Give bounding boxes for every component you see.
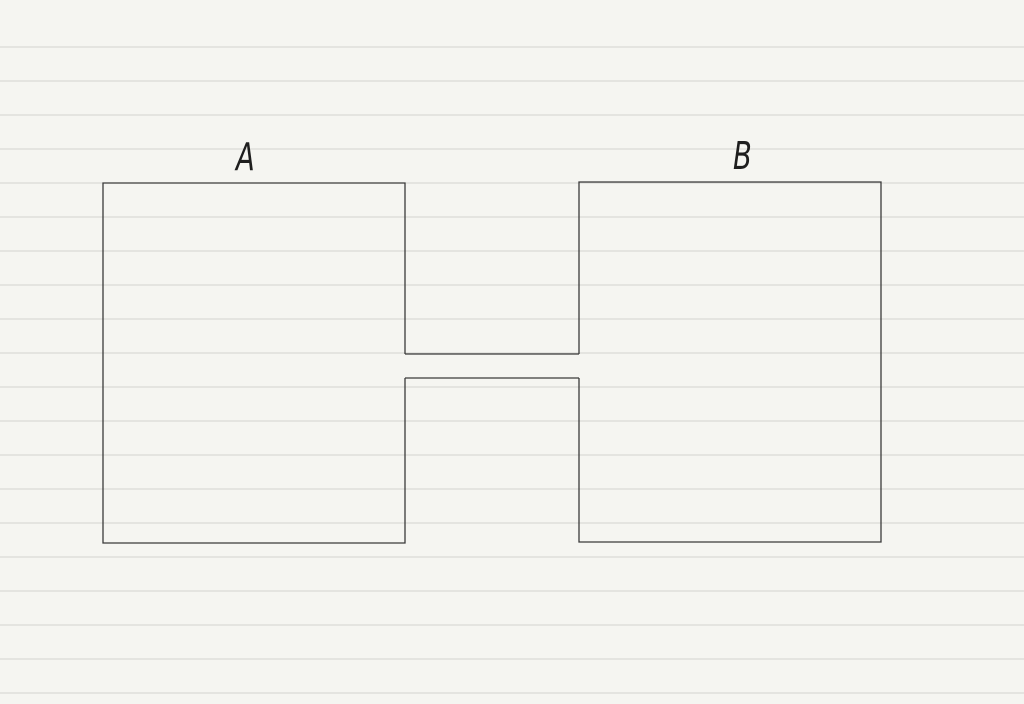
block-b-outline	[578, 181, 882, 543]
label-b: B	[733, 134, 752, 178]
label-a: A	[236, 135, 255, 179]
ruled-lines	[0, 46, 1024, 694]
block-a-outline	[102, 182, 406, 544]
